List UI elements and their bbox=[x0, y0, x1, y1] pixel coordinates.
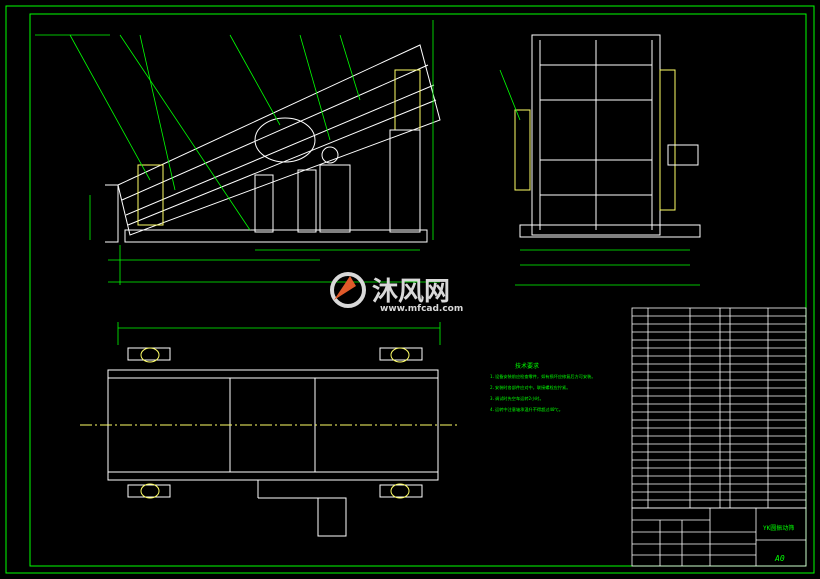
watermark-logo-icon bbox=[330, 272, 366, 308]
note-line-1: 1.设备安装前应检查零件，如有损坏应修复后方可安装。 bbox=[490, 373, 596, 380]
inner-border bbox=[29, 13, 807, 567]
exciter bbox=[254, 117, 316, 163]
end-view-dimensions bbox=[499, 69, 700, 286]
front-view-dimensions bbox=[35, 20, 440, 285]
plan-view-dimensions bbox=[117, 322, 441, 345]
note-line-4: 4.运转中注意轴承温升不得超过40℃。 bbox=[490, 406, 563, 413]
note-line-2: 2.安装时各部件应对中，联接螺栓应拧紧。 bbox=[490, 384, 570, 391]
notes-title: 技术要求 bbox=[515, 362, 539, 370]
watermark-brand: 沐风网 bbox=[372, 277, 450, 307]
watermark-url: www.mfcad.com bbox=[380, 304, 463, 314]
plan-view bbox=[80, 347, 460, 537]
parts-list-table bbox=[631, 307, 807, 509]
base-frame bbox=[124, 229, 428, 243]
title-block-name: YK圆振动筛 bbox=[763, 524, 794, 532]
motor bbox=[667, 144, 699, 166]
note-line-3: 3.调试时先空车运转2小时。 bbox=[490, 395, 544, 402]
left-spring-support bbox=[137, 164, 164, 226]
technical-notes: 技术要求 1.设备安装前应检查零件，如有损坏应修复后方可安装。 2.安装时各部件… bbox=[490, 362, 596, 413]
title-block bbox=[631, 507, 807, 567]
sheet-size: A0 bbox=[774, 554, 785, 563]
front-view bbox=[105, 44, 441, 243]
end-view bbox=[514, 34, 701, 238]
plan-motor bbox=[317, 497, 347, 537]
outer-border bbox=[5, 5, 815, 574]
watermark: 沐风网 www.mfcad.com bbox=[330, 272, 463, 314]
bom-row-lines bbox=[632, 315, 806, 501]
screen-box bbox=[117, 44, 441, 236]
